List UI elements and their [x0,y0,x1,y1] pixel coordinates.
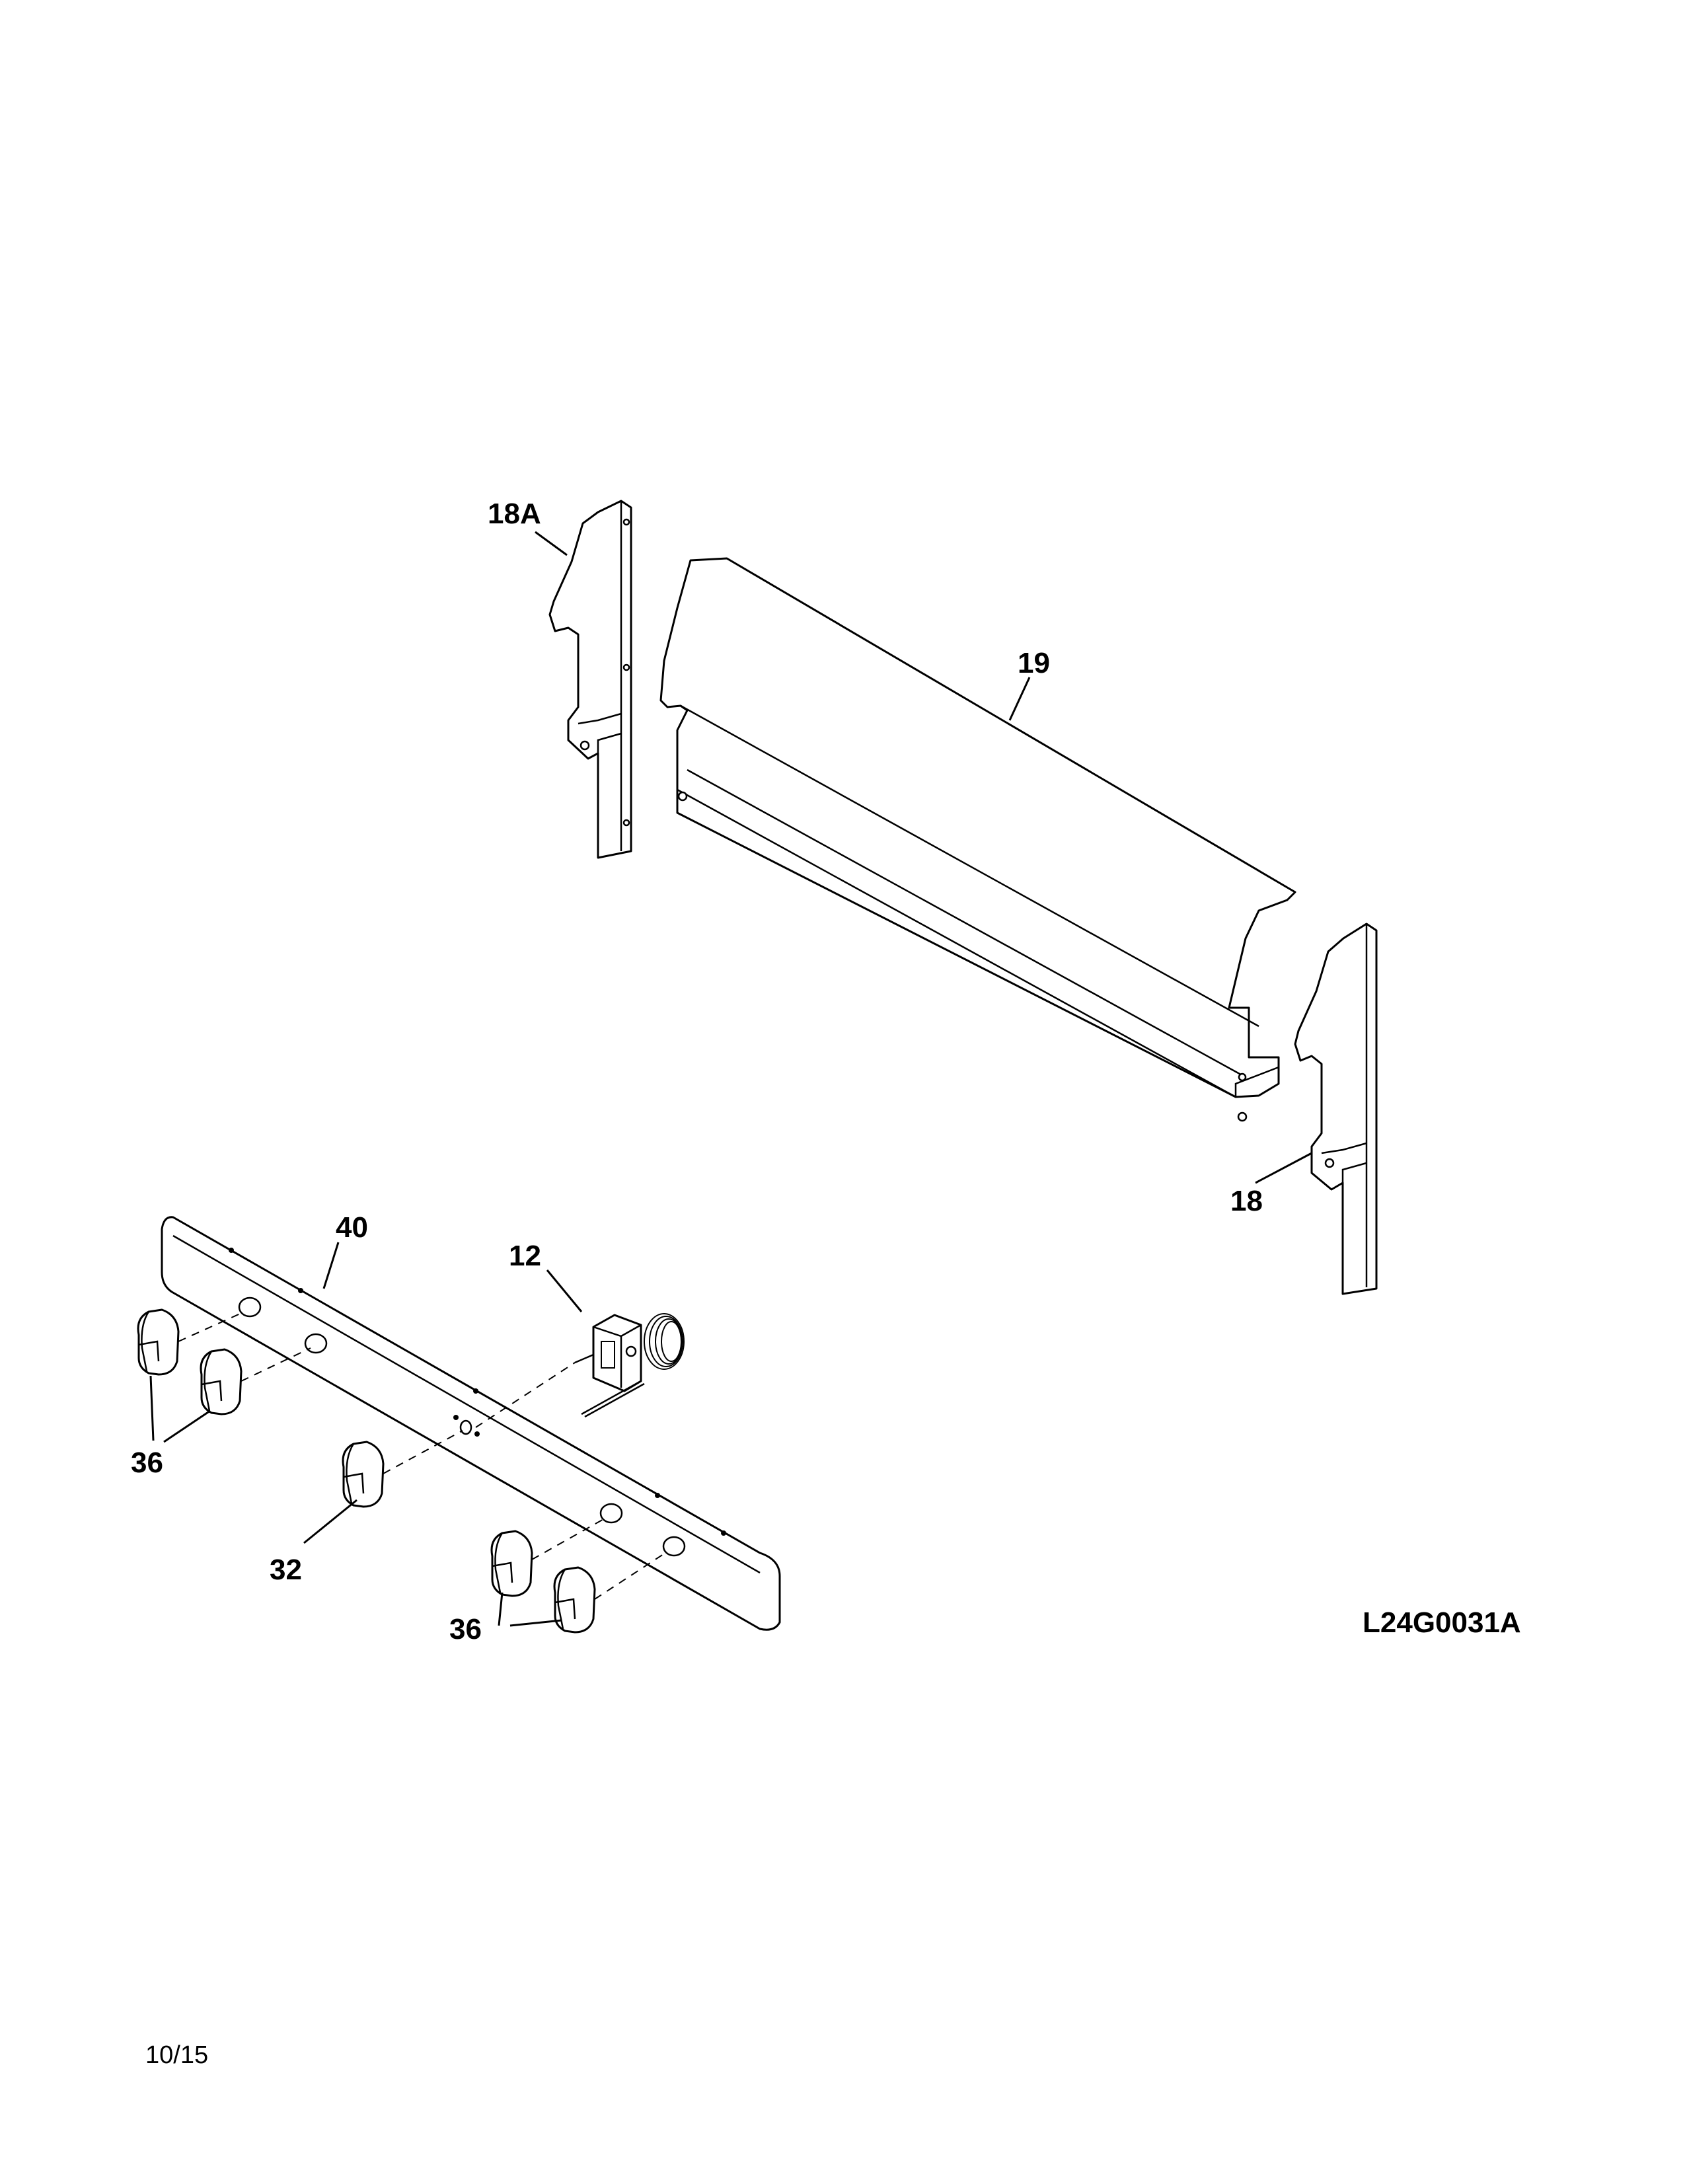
drawing-code: L24G0031A [1363,1606,1521,1639]
backguard-panel-19 [659,557,1296,1122]
knob-36-right-lower [553,1566,596,1634]
control-panel-40 [161,1216,781,1631]
thermostat-12 [574,1313,685,1418]
end-bracket-right-18 [1294,923,1378,1295]
callout-labels: 18A 19 18 40 12 36 32 36 [131,498,1263,1645]
knob-36-right-upper [490,1530,533,1597]
callout-40: 40 [336,1211,368,1244]
end-bracket-left-18a [548,500,632,859]
callout-32: 32 [270,1554,302,1586]
callout-18a: 18A [488,498,541,530]
knob-32-center [342,1441,385,1508]
callout-12: 12 [509,1240,541,1272]
page-date: 10/15 [145,2041,208,2069]
callout-36-left: 36 [131,1447,163,1479]
callout-19: 19 [1018,647,1050,679]
callout-18: 18 [1230,1185,1263,1217]
callout-36-right: 36 [449,1613,482,1645]
knob-36-left-lower [200,1348,243,1415]
leader-lines [149,531,1312,1627]
knob-36-left-upper [137,1308,180,1376]
alignment-lines [178,1311,668,1600]
